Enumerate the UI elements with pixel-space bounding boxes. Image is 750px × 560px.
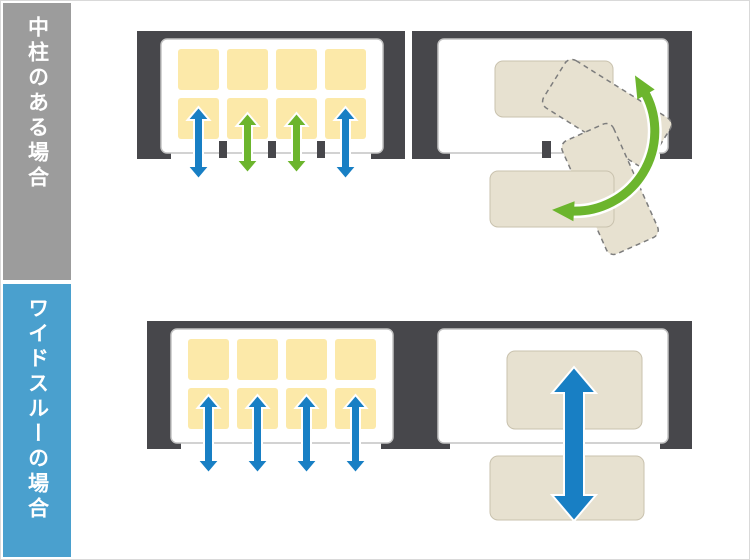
up-down-arrow-icon xyxy=(332,105,359,181)
up-down-arrow-icon xyxy=(283,111,310,175)
storage-cell xyxy=(276,49,317,90)
center-pillars xyxy=(219,141,325,158)
up-down-arrow-icon xyxy=(244,393,271,475)
up-down-arrow-icon xyxy=(293,393,320,475)
center-pillar xyxy=(268,141,276,158)
section-content-center-pillar xyxy=(71,3,747,280)
storage-cell xyxy=(227,49,268,90)
section-wide-through: ワイドスルーの場合 xyxy=(3,284,747,557)
up-down-arrow-icon xyxy=(185,105,212,181)
center-pillar xyxy=(542,141,551,158)
section-center-pillar: 中柱のある場合 xyxy=(3,3,747,280)
diagram-plan-wide-opening xyxy=(147,321,415,475)
diagram-removal-rotation xyxy=(412,31,692,256)
up-down-arrow-icon xyxy=(342,393,369,475)
bay-arrows xyxy=(195,393,369,475)
up-down-arrow-icon xyxy=(234,111,261,175)
section-label-bar-center-pillar: 中柱のある場合 xyxy=(3,3,71,280)
section-content-wide-through xyxy=(71,284,747,557)
diagram-plan-center-pillars xyxy=(137,31,405,181)
bay-arrows xyxy=(185,105,359,181)
storage-cell xyxy=(178,49,219,90)
storage-cell xyxy=(335,339,376,380)
up-down-arrow-icon xyxy=(195,393,222,475)
storage-cell xyxy=(325,49,366,90)
pass-through-arrow-icon xyxy=(549,365,599,523)
storage-cell xyxy=(237,339,278,380)
center-pillar xyxy=(317,141,325,158)
storage-cell xyxy=(188,339,229,380)
center-pillar xyxy=(219,141,227,158)
section-label-center-pillar: 中柱のある場合 xyxy=(25,16,50,191)
storage-cell xyxy=(286,339,327,380)
stored-item-outside xyxy=(489,170,615,228)
diagram-removal-straight xyxy=(412,321,692,523)
rotation-arrow-icon xyxy=(552,75,662,222)
section-label-bar-wide-through: ワイドスルーの場合 xyxy=(3,284,71,557)
section-label-wide-through: ワイドスルーの場合 xyxy=(25,297,50,522)
